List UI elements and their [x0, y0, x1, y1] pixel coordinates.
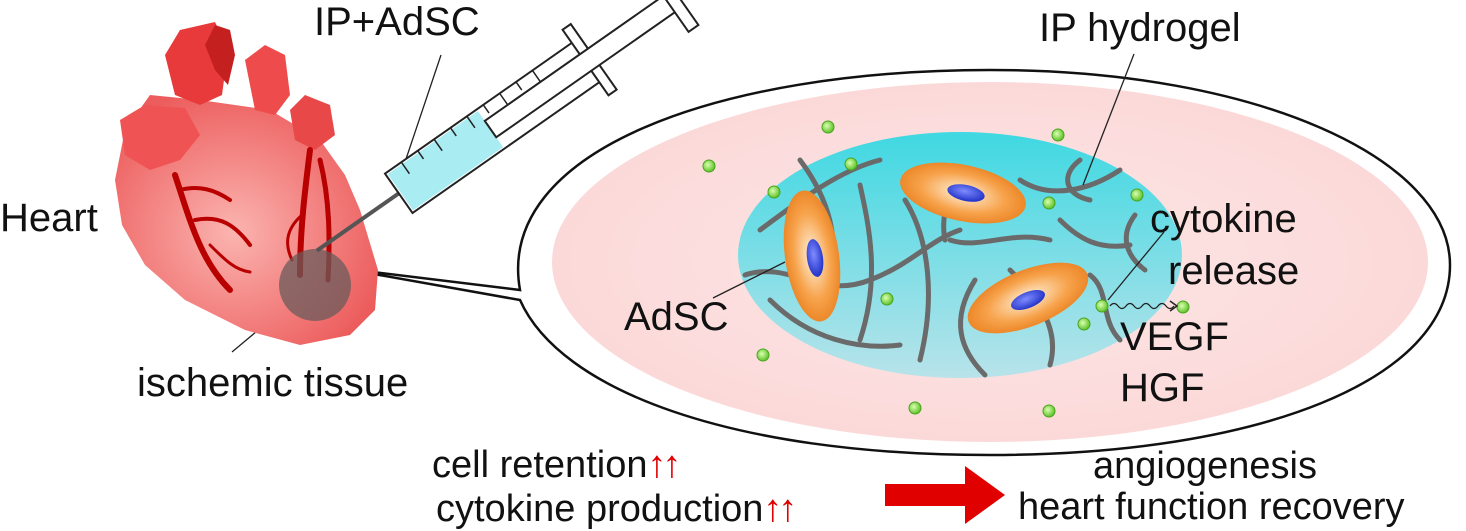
ischemic-tissue-label: ischemic tissue — [137, 363, 408, 403]
ip-adsc-label: IP+AdSC — [314, 2, 480, 42]
increase-arrows-icon: ↑↑ — [647, 444, 677, 486]
cytokine-production-text: cytokine production — [436, 488, 763, 530]
ischemic-region — [279, 249, 351, 321]
heart-illustration — [115, 22, 378, 345]
cell-retention-label: cell retention↑↑ — [432, 446, 677, 484]
release-label: release — [1168, 251, 1299, 291]
cell-retention-text: cell retention — [432, 444, 647, 486]
heart-function-recovery-label: heart function recovery — [1018, 488, 1405, 526]
angiogenesis-label: angiogenesis — [1093, 447, 1317, 485]
vegf-label: VEGF — [1120, 317, 1229, 357]
cytokine-label: cytokine — [1150, 199, 1297, 239]
cytokine-production-label: cytokine production↑↑ — [436, 490, 793, 528]
hgf-label: HGF — [1120, 368, 1204, 408]
ip-hydrogel-label: IP hydrogel — [1039, 8, 1241, 48]
result-arrow — [885, 466, 1005, 524]
adsc-label: AdSC — [624, 297, 729, 337]
heart-label: Heart — [0, 198, 98, 238]
increase-arrows-icon: ↑↑ — [763, 488, 793, 530]
